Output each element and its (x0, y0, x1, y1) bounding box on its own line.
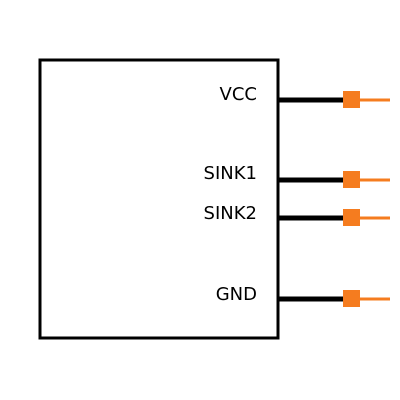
pin-vcc-label: VCC (220, 84, 257, 105)
pin-sink2-terminal[interactable] (343, 209, 360, 226)
pin-vcc[interactable]: VCC (220, 84, 390, 108)
pin-sink2[interactable]: SINK2 (204, 203, 390, 226)
pin-gnd-label: GND (216, 284, 257, 305)
pin-vcc-terminal[interactable] (343, 91, 360, 108)
pin-gnd-terminal[interactable] (343, 290, 360, 307)
pin-sink1[interactable]: SINK1 (204, 163, 390, 188)
component-body (38, 58, 280, 340)
pin-sink2-label: SINK2 (204, 203, 257, 224)
pin-gnd[interactable]: GND (216, 284, 390, 307)
pin-sink1-label: SINK1 (204, 163, 257, 184)
pin-sink1-terminal[interactable] (343, 171, 360, 188)
